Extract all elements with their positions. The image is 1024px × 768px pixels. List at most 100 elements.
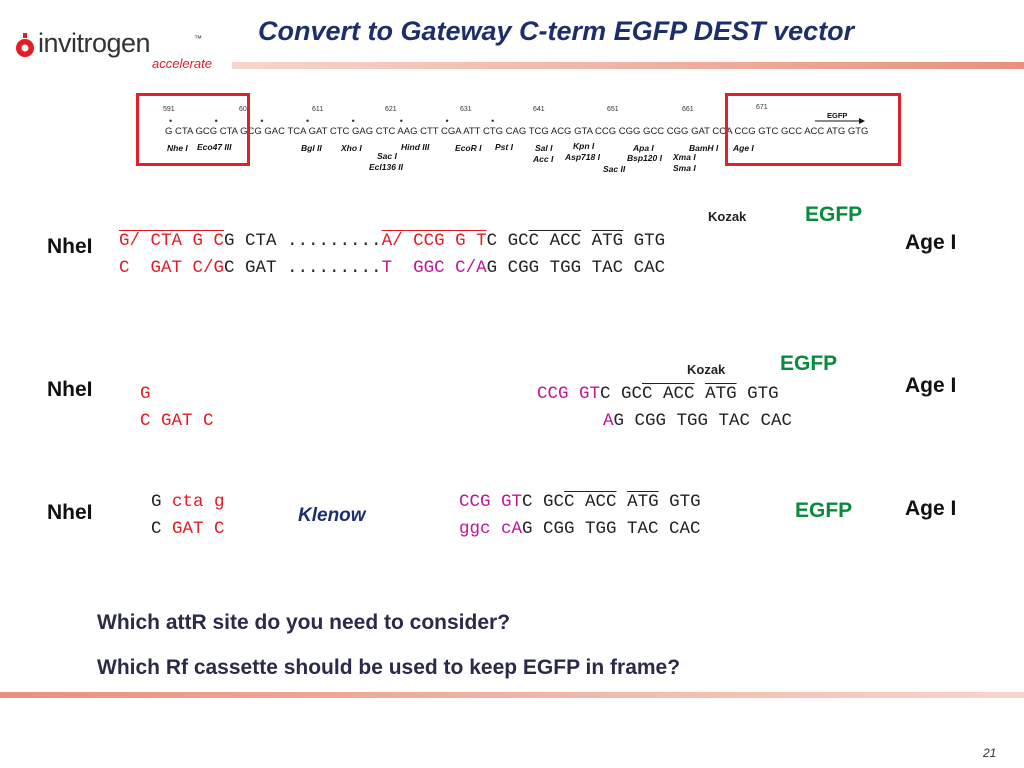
seq-segment: ATG (705, 384, 737, 404)
row2-left-bottom: C GAT C (140, 411, 214, 431)
row2-nhei-label: NheI (47, 378, 93, 401)
egfp-arrow-icon (815, 118, 865, 124)
seq-segment: C GAT ......... (224, 258, 382, 278)
page-number: 21 (983, 746, 997, 760)
row2-kozak-label: Kozak (687, 362, 726, 377)
position-tick: 661 (682, 106, 694, 113)
enzyme-label: Xho I (341, 143, 362, 153)
enzyme-label: EcoR I (455, 143, 482, 153)
header-rule (232, 62, 1024, 69)
enzyme-label: Bsp120 I (627, 153, 662, 163)
seq-segment: C GC (522, 492, 565, 512)
seq-segment: GTG (658, 492, 701, 512)
seq-segment: C GAT C/G (119, 258, 225, 278)
seq-segment: ATG (627, 492, 659, 512)
seq-segment: G CGG TGG TAC CAC (613, 411, 793, 431)
enzyme-label: Nhe I (167, 143, 188, 153)
position-tick: 611 (312, 106, 324, 113)
enzyme-label: Sac II (603, 164, 626, 174)
seq-segment: GTG (623, 231, 666, 251)
enzyme-label: Sac I (377, 151, 397, 161)
seq-segment: C (151, 519, 173, 539)
row2-egfp-label: EGFP (780, 352, 838, 375)
logo-tagline: accelerate (152, 56, 212, 71)
row3-klenow-label: Klenow (298, 505, 366, 526)
logo-text: invitrogen (38, 28, 151, 58)
row1-kozak-label: Kozak (708, 209, 747, 224)
position-tick: 631 (460, 106, 472, 113)
egfp-arrow-label: EGFP (827, 111, 848, 120)
question-attr-site: Which attR site do you need to consider? (97, 611, 511, 634)
row2-left-top: G (140, 384, 151, 404)
row2-agei-label: Age I (905, 374, 957, 397)
enzyme-label: BamH I (689, 143, 719, 153)
agei-site-highlight (725, 93, 901, 166)
seq-segment: ggc cA (459, 519, 523, 539)
position-tick: 601 (239, 106, 251, 113)
row3-agei-label: Age I (905, 497, 957, 520)
seq-segment: G (151, 492, 173, 512)
seq-segment: C GC (486, 231, 529, 251)
seq-segment: cta g (172, 492, 225, 512)
row3-left-top: G cta g (151, 492, 225, 512)
position-tick: 641 (533, 106, 545, 113)
seq-segment: ATG (591, 231, 624, 251)
logo-trademark: ™ (194, 34, 202, 43)
enzyme-label: Xma I (673, 152, 696, 162)
map-sequence: G CTA GCG CTA GCG GAC TCA GAT CTC GAG CT… (165, 126, 869, 137)
position-tick: 671 (756, 104, 768, 111)
enzyme-label: Hind III (401, 142, 430, 152)
row1-top-strand: G/ CTA G CG CTA .........A/ CCG G TC GCC… (119, 231, 665, 251)
seq-segment (695, 384, 706, 404)
row3-nhei-label: NheI (47, 501, 93, 524)
enzyme-label: Acc I (533, 154, 554, 164)
seq-segment: GAT C (172, 519, 225, 539)
enzyme-label: Asp718 I (565, 152, 600, 162)
seq-segment: C ACC (528, 231, 582, 251)
row1-nhei-label: NheI (47, 235, 93, 258)
seq-segment: G CTA ......... (224, 231, 382, 251)
seq-segment: A (603, 411, 614, 431)
seq-segment: CCG GT (537, 384, 601, 404)
seq-segment: GTG (736, 384, 779, 404)
row1-egfp-label: EGFP (805, 203, 863, 226)
row1-bottom-strand: C GAT C/GC GAT .........T GGC C/AG CGG T… (119, 258, 665, 278)
enzyme-label: Ecl136 II (369, 162, 404, 172)
enzyme-label: Kpn I (573, 141, 595, 151)
seq-segment: G/ CTA G C (119, 231, 225, 251)
logo-mark-icon (16, 33, 34, 57)
enzyme-label: Pst I (495, 142, 513, 152)
row3-right-top: CCG GTC GCC ACC ATG GTG (459, 492, 701, 512)
nhei-site-highlight (136, 93, 250, 166)
row3-egfp-label: EGFP (795, 499, 853, 522)
seq-segment: G CGG TGG TAC CAC (486, 258, 666, 278)
row2-right-top: CCG GTC GCC ACC ATG GTG (537, 384, 779, 404)
slide-title: Convert to Gateway C-term EGFP DEST vect… (258, 16, 855, 46)
enzyme-label: Sal I (535, 143, 553, 153)
seq-segment: C GC (600, 384, 643, 404)
enzyme-label: Age I (733, 143, 754, 153)
row1-agei-label: Age I (905, 231, 957, 254)
row3-right-bottom: ggc cAG CGG TGG TAC CAC (459, 519, 701, 539)
enzyme-label: Apa I (633, 143, 654, 153)
enzyme-label: Sma I (673, 163, 696, 173)
enzyme-label: Eco47 III (197, 142, 232, 152)
seq-segment (617, 492, 628, 512)
vector-map: 591 601 611 621 631 641 651 661 671 • • … (155, 100, 875, 180)
row3-left-bottom: C GAT C (151, 519, 225, 539)
seq-segment: C ACC (642, 384, 695, 404)
seq-segment: CCG GT (459, 492, 523, 512)
footer-rule (0, 692, 1024, 698)
position-tick: 591 (163, 106, 175, 113)
seq-segment: G CGG TGG TAC CAC (522, 519, 701, 539)
seq-segment (581, 231, 592, 251)
seq-segment: T GGC C/A (381, 258, 487, 278)
position-tick: 651 (607, 106, 619, 113)
position-tick: 621 (385, 106, 397, 113)
row2-right-bottom: AG CGG TGG TAC CAC (603, 411, 792, 431)
question-rf-cassette: Which Rf cassette should be used to keep… (97, 656, 681, 679)
seq-segment: A/ CCG G T (381, 231, 487, 251)
seq-segment: C ACC (564, 492, 617, 512)
invitrogen-logo: invitrogen ™ accelerate (14, 28, 214, 74)
position-dots: • • • • • • • • (169, 116, 495, 126)
